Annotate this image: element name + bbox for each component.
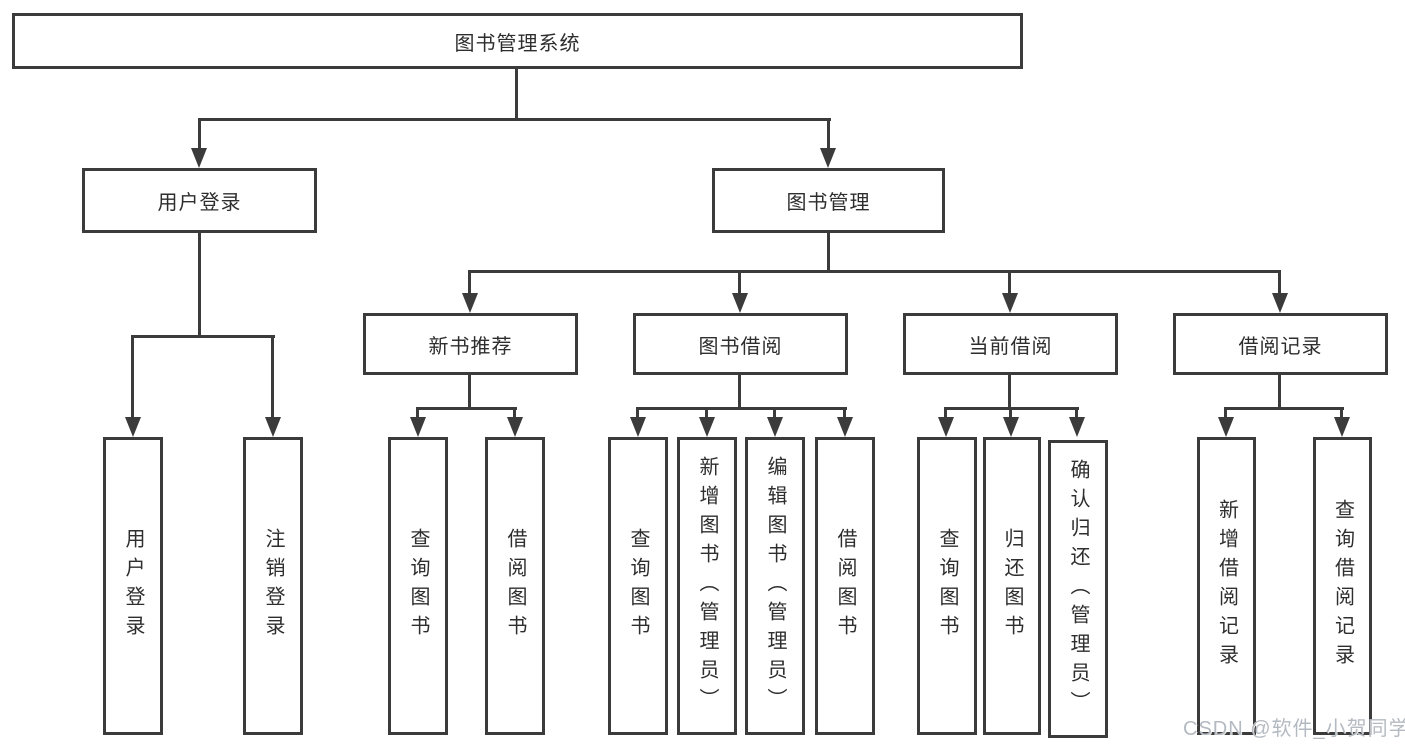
connector-line	[131, 335, 134, 417]
connector-line	[1340, 407, 1343, 417]
node-current-borrow: 当前借阅	[903, 313, 1118, 375]
node-new-book-recommend-label: 新书推荐	[428, 335, 513, 358]
connector-line	[827, 232, 830, 270]
connector-line	[705, 407, 708, 417]
arrow-down-icon	[699, 417, 715, 437]
arrow-down-icon	[938, 417, 954, 437]
arrow-down-icon	[507, 417, 523, 437]
leaf-query-borrow-record: 查询借阅记录	[1313, 437, 1372, 735]
connector-line	[271, 335, 274, 417]
leaf-query-books-borrow: 查询图书	[608, 437, 668, 735]
leaf-add-borrow-record: 新增借阅记录	[1197, 437, 1256, 735]
arrow-down-icon	[125, 417, 141, 437]
arrow-down-icon	[767, 417, 783, 437]
leaf-return-books: 归还图书	[983, 437, 1041, 735]
arrow-down-icon	[732, 293, 748, 313]
connector-line	[468, 375, 471, 407]
connector-line	[1075, 407, 1078, 417]
connector-line	[843, 407, 846, 417]
connector-line	[944, 407, 947, 417]
leaf-edit-books-admin: 编辑图书（管理员）	[745, 437, 805, 735]
leaf-logout: 注销登录	[243, 437, 303, 735]
connector-line	[515, 68, 518, 118]
connector-line	[198, 118, 831, 121]
leaf-query-books-recommend: 查询图书	[388, 437, 448, 735]
connector-line	[468, 270, 471, 293]
connector-line	[468, 270, 1281, 273]
leaf-user-login: 用户登录	[103, 437, 163, 735]
connector-line	[1278, 270, 1281, 293]
connector-line	[738, 270, 741, 293]
connector-line	[1224, 407, 1227, 417]
node-borrow-records-label: 借阅记录	[1238, 335, 1323, 358]
arrow-down-icon	[1334, 417, 1350, 437]
arrow-down-icon	[1272, 293, 1288, 313]
connector-line	[1009, 407, 1012, 417]
node-root: 图书管理系统	[12, 13, 1023, 69]
connector-line	[131, 335, 275, 338]
node-user-login-label: 用户登录	[157, 192, 242, 214]
arrow-down-icon	[630, 417, 646, 437]
node-current-borrow-label: 当前借阅	[968, 335, 1053, 358]
arrow-down-icon	[191, 148, 207, 168]
leaf-confirm-return-admin: 确认归还（管理员）	[1048, 440, 1108, 738]
arrow-down-icon	[820, 148, 836, 168]
node-book-borrow-label: 图书借阅	[698, 335, 783, 358]
connector-line	[827, 118, 830, 148]
connector-line	[1008, 375, 1011, 407]
node-new-book-recommend: 新书推荐	[363, 313, 578, 375]
connector-line	[636, 407, 847, 410]
connector-line	[198, 118, 201, 148]
arrow-down-icon	[1003, 417, 1019, 437]
connector-line	[738, 375, 741, 407]
leaf-borrow-books: 借阅图书	[815, 437, 875, 735]
leaf-query-books-current: 查询图书	[917, 437, 977, 735]
arrow-down-icon	[1069, 417, 1085, 437]
arrow-down-icon	[410, 417, 426, 437]
connector-line	[1224, 407, 1344, 410]
node-book-management: 图书管理	[712, 168, 945, 233]
connector-line	[773, 407, 776, 417]
arrow-down-icon	[837, 417, 853, 437]
arrow-down-icon	[265, 417, 281, 437]
node-book-management-label: 图书管理	[786, 192, 871, 214]
connector-line	[416, 407, 517, 410]
node-user-login: 用户登录	[82, 168, 317, 233]
leaf-add-books-admin: 新增图书（管理员）	[677, 437, 737, 735]
connector-line	[1278, 375, 1281, 407]
node-root-label: 图书管理系统	[454, 32, 581, 55]
connector-line	[198, 232, 201, 335]
connector-line	[416, 407, 419, 417]
connector-line	[1008, 270, 1011, 293]
leaf-borrow-books-recommend: 借阅图书	[485, 437, 545, 735]
connector-line	[636, 407, 639, 417]
connector-line	[513, 407, 516, 417]
arrow-down-icon	[1218, 417, 1234, 437]
arrow-down-icon	[462, 293, 478, 313]
node-book-borrow: 图书借阅	[633, 313, 848, 375]
arrow-down-icon	[1002, 293, 1018, 313]
watermark: CSDN @软件_小贺同学	[1183, 718, 1405, 740]
node-borrow-records: 借阅记录	[1173, 313, 1388, 375]
